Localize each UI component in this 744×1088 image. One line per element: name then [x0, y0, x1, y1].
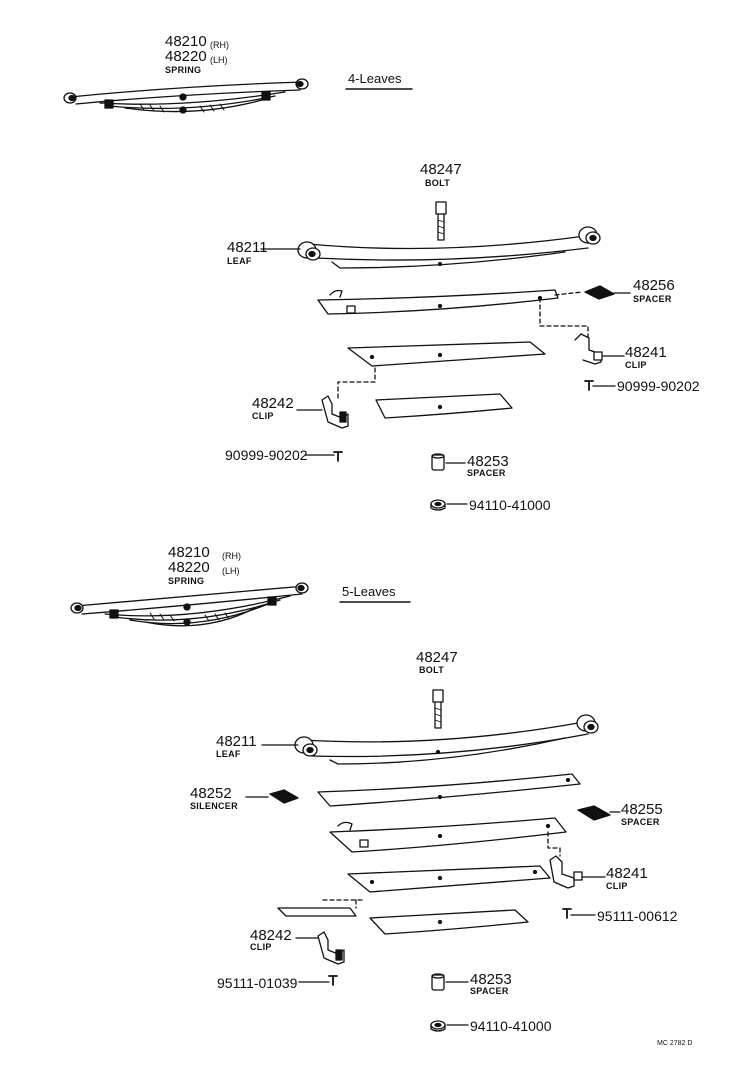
leaf-4-a: [375, 393, 513, 419]
spacer-b-part-2: 48253: [470, 971, 512, 988]
spring-lh-marker-2: (LH): [222, 566, 240, 576]
spring-rh-marker-2: (RH): [222, 551, 241, 561]
clip-48242-a: [321, 367, 376, 429]
spring-part-rh-1: 48210: [165, 33, 207, 50]
spacer-a-name-2: SPACER: [621, 817, 660, 827]
spacer-b-name-1: SPACER: [467, 468, 506, 478]
silencer-part-2: 48252: [190, 785, 232, 802]
rivet-right-b: [562, 908, 572, 919]
nut-part-2: 94110-41000: [470, 1018, 552, 1034]
leaf-48211-b: [294, 714, 599, 765]
leaf-48211-a: [297, 226, 601, 269]
bolt-part-1: 48247: [420, 161, 462, 178]
leaf-name-1: LEAF: [227, 256, 252, 266]
clip-48241-b: [547, 831, 583, 889]
leaf-part-2: 48211: [216, 733, 257, 750]
clip-a-name-1: CLIP: [625, 360, 647, 370]
rivet-a-part-1: 90999-90202: [617, 378, 700, 394]
figure-reference: MC 2782 D: [657, 1040, 693, 1047]
section-title-5-leaves: 5-Leaves: [342, 584, 396, 599]
section-title-4-leaves: 4-Leaves: [348, 71, 402, 86]
bolt-name-1: BOLT: [425, 178, 451, 188]
bolt-name-2: BOLT: [419, 665, 445, 675]
bolt-48247-b: [432, 689, 444, 729]
spring-name-1: SPRING: [165, 65, 202, 75]
leaf-3-a: [347, 341, 546, 367]
nut-94110-a: [430, 499, 446, 511]
spring-assembly-4-leaves: [63, 78, 309, 114]
clip-b-name-2: CLIP: [250, 942, 272, 952]
leaf-5-b: [369, 909, 529, 935]
clip-a-name-2: CLIP: [606, 881, 628, 891]
spring-part-lh-1: 48220: [165, 48, 207, 65]
clip-b-part-2: 48242: [250, 927, 292, 944]
rivet-b-part-1: 90999-90202: [225, 447, 308, 463]
leaf-part-1: 48211: [227, 239, 268, 256]
spacer-b-name-2: SPACER: [470, 986, 509, 996]
spring-part-lh-2: 48220: [168, 559, 210, 576]
spacer-a-part-1: 48256: [633, 277, 675, 294]
rivet-a-part-2: 95111-00612: [597, 908, 678, 924]
rivet-left-b: [328, 975, 338, 986]
leaf-4-b: [347, 865, 551, 893]
leaf-3-b: [329, 817, 567, 853]
clip-b-part-1: 48242: [252, 395, 294, 412]
spacer-b-part-1: 48253: [467, 453, 509, 470]
rivet-b-part-2: 95111-01039: [217, 975, 298, 991]
rivet-left-a: [333, 451, 343, 462]
silencer-name-2: SILENCER: [190, 801, 238, 811]
spring-name-2: SPRING: [168, 576, 205, 586]
leaf-2-b: [317, 773, 581, 807]
silencer-48252-shape: [269, 789, 299, 804]
spring-lh-marker-1: (LH): [210, 55, 228, 65]
spacer-48253-b: [431, 973, 445, 991]
pad-b: [277, 899, 363, 917]
spacer-a-part-2: 48255: [621, 801, 663, 818]
clip-a-part-1: 48241: [625, 344, 667, 361]
bolt-48247-a: [435, 201, 447, 241]
clip-b-name-1: CLIP: [252, 411, 274, 421]
leaf-2-a: [317, 289, 559, 315]
spring-part-rh-2: 48210: [168, 544, 210, 561]
leaf-name-2: LEAF: [216, 749, 241, 759]
bolt-part-2: 48247: [416, 649, 458, 666]
spacer-48255-shape: [577, 805, 611, 821]
spacer-48256-shape: [584, 285, 615, 300]
rivet-right-a: [584, 380, 594, 391]
spring-rh-marker-1: (RH): [210, 40, 229, 50]
clip-a-part-2: 48241: [606, 865, 648, 882]
spacer-a-name-1: SPACER: [633, 294, 672, 304]
clip-48241-a: [539, 297, 603, 365]
spring-assembly-5-leaves: [70, 582, 309, 627]
clip-48242-b: [317, 931, 345, 965]
nut-part-1: 94110-41000: [469, 497, 551, 513]
spacer-48253-a: [431, 453, 445, 471]
nut-94110-b: [430, 1020, 446, 1032]
